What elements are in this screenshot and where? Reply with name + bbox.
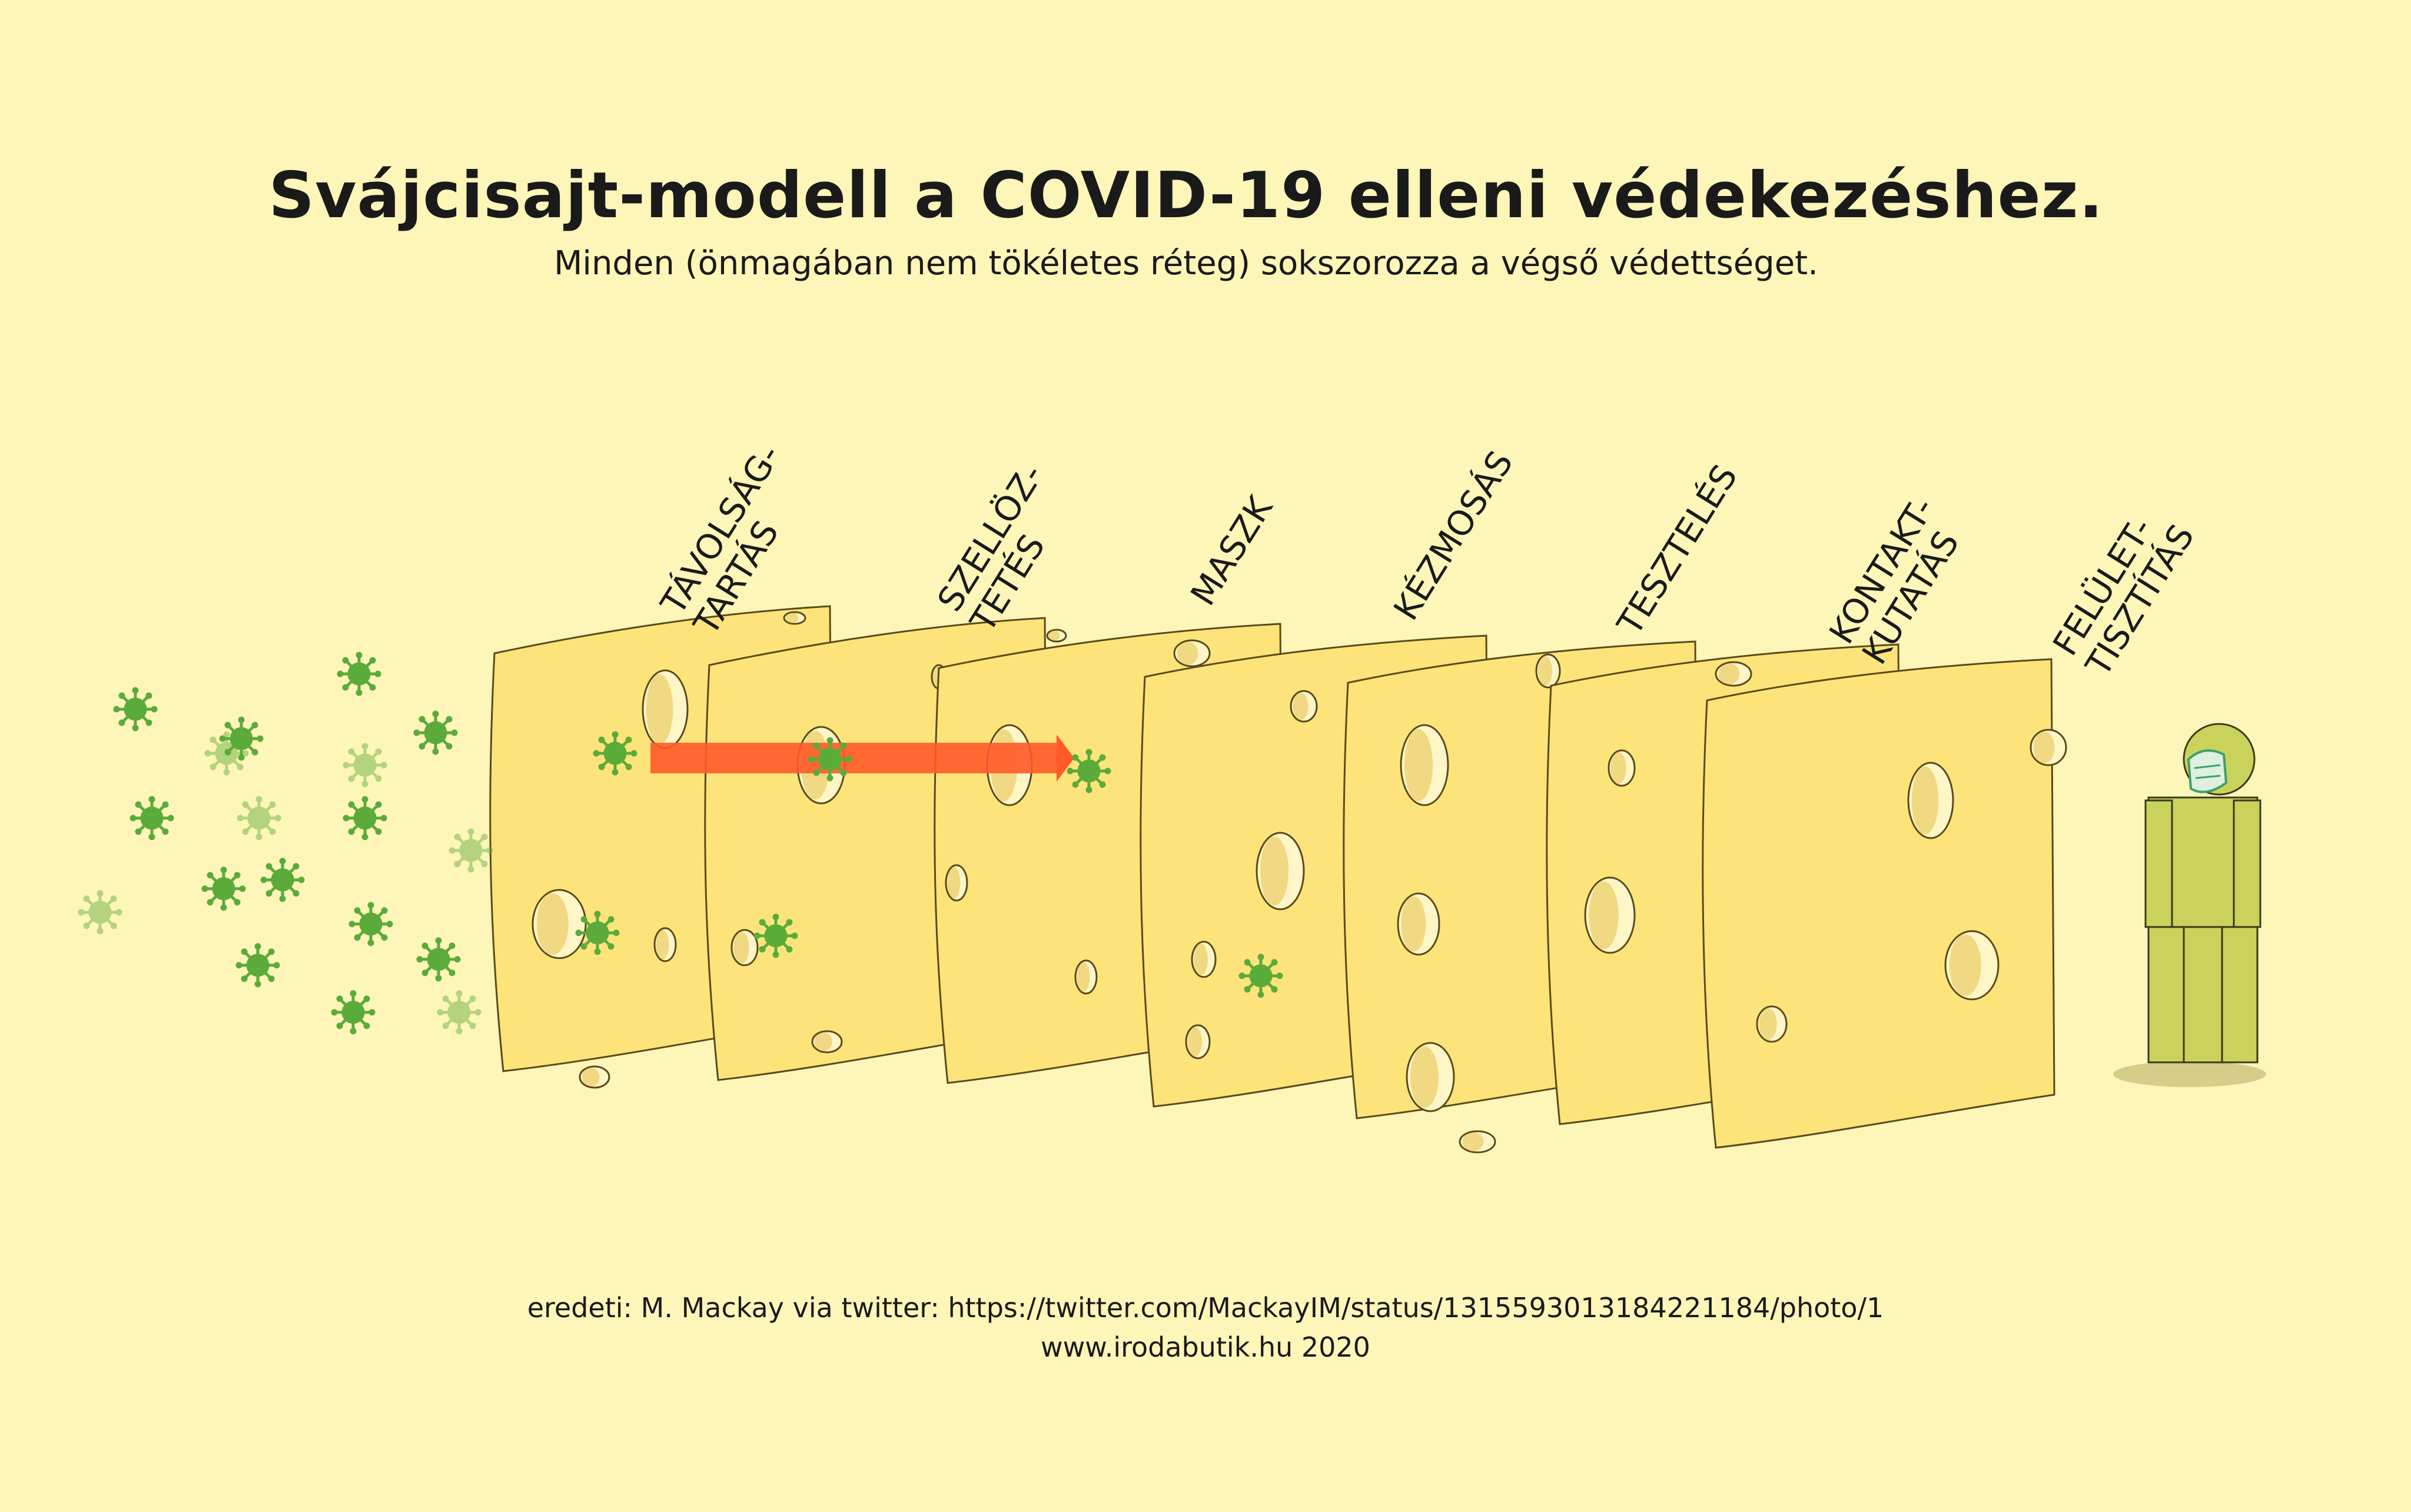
virus-icon xyxy=(808,737,852,781)
site-credit: www.irodabutik.hu 2020 xyxy=(1041,1331,1370,1363)
virus-icon xyxy=(78,890,122,934)
virus-icon xyxy=(417,938,460,981)
virus-icon xyxy=(202,867,245,910)
virus-icon xyxy=(343,743,387,787)
virus-icon xyxy=(349,902,393,946)
diagram-subtitle: Minden (önmagában nem tökéletes réteg) s… xyxy=(554,244,1818,283)
virus-icon xyxy=(337,652,381,696)
virus-icon xyxy=(205,732,248,775)
person-icon xyxy=(2113,723,2266,1087)
virus-icon xyxy=(331,991,375,1034)
virus-icon xyxy=(593,732,637,775)
diagram-title: Svájcisajt-modell a COVID-19 elleni véde… xyxy=(268,159,2104,232)
virus-icon xyxy=(449,829,493,872)
mask-icon xyxy=(2187,749,2228,793)
person-shadow xyxy=(2113,1061,2266,1087)
virus-icon xyxy=(237,796,281,840)
virus-icon xyxy=(576,911,619,955)
virus-icon xyxy=(130,796,174,840)
virus-icon xyxy=(343,796,387,840)
cheese-slices xyxy=(489,605,2067,1154)
virus-icon xyxy=(114,687,157,731)
virus-icon xyxy=(414,711,457,755)
virus-icon xyxy=(261,858,304,902)
virus-icon xyxy=(1239,954,1283,998)
virus-path-arrow xyxy=(650,735,1074,782)
arrow-icon xyxy=(650,735,1074,782)
person-body xyxy=(2144,723,2261,1064)
virus-icon xyxy=(754,914,798,958)
cheese-slice-7 xyxy=(1702,658,2067,1149)
source-credit: eredeti: M. Mackay via twitter: https://… xyxy=(527,1292,1884,1324)
virus-icon xyxy=(236,943,280,987)
virus-icon xyxy=(437,991,481,1034)
virus-icon xyxy=(1067,749,1111,793)
